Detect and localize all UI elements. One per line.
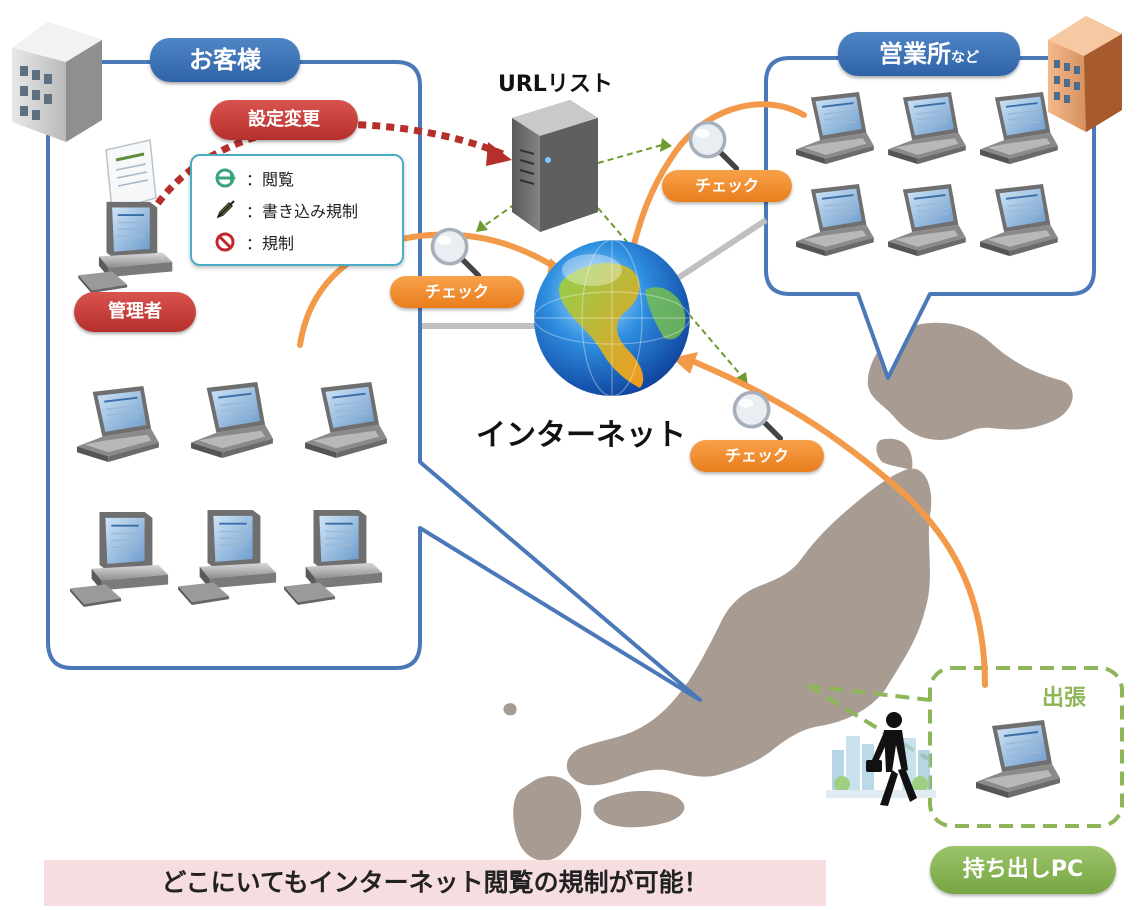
legend-label-write: ：書き込み規制: [246, 202, 359, 221]
office-label: 営業所など: [838, 32, 1020, 76]
check-label-right: チェック: [662, 170, 792, 202]
caption-banner: どこにいてもインターネット閲覧の規制が可能！: [44, 860, 826, 906]
settings-arrowhead: [486, 142, 512, 166]
network-line-office: [670, 217, 768, 285]
legend-item-write: ：書き込み規制: [214, 198, 358, 222]
office-label-sub: など: [951, 50, 979, 66]
office-building-icon: [1048, 16, 1122, 132]
admin-document-icon: [105, 139, 157, 211]
office-label-main: 営業所: [879, 40, 951, 68]
pencil-icon: [214, 199, 236, 221]
prohibited-icon: [214, 231, 236, 253]
admin-label: 管理者: [74, 292, 196, 332]
legend-label-view: ：閲覧: [246, 170, 295, 189]
magnifier-icon: [691, 123, 737, 169]
internet-label: インターネット: [476, 418, 686, 453]
customer-label: お客様: [150, 38, 300, 82]
legend-box: ：閲覧 ：書き込み規制 ：規制: [190, 154, 404, 266]
url-list-label: URLリスト: [498, 72, 613, 97]
business-trip-label: 出張: [1042, 686, 1087, 711]
globe-arrow-icon: [214, 167, 236, 189]
mobile-pc-label: 持ち出しPC: [930, 846, 1116, 894]
business-trip-container: [928, 666, 1124, 828]
legend-item-view: ：閲覧: [214, 166, 294, 190]
settings-change-label: 設定変更: [210, 100, 358, 140]
server-icon: [512, 100, 598, 232]
businessman-icon: [866, 712, 917, 806]
check-label-left: チェック: [390, 276, 524, 308]
check-label-bottom: チェック: [690, 440, 824, 472]
japan-map: [503, 322, 1073, 861]
laptop-icon: [975, 720, 1061, 799]
globe-icon: [533, 239, 691, 397]
check-arcs: [297, 101, 988, 688]
customer-building-icon: [12, 22, 102, 142]
legend-item-block: ：規制: [214, 230, 294, 254]
legend-label-block: ：規制: [246, 234, 295, 253]
